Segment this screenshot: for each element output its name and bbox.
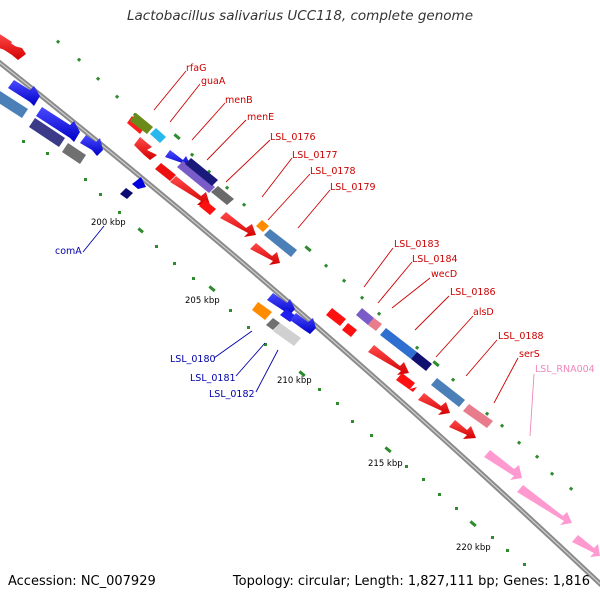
gene-label-lsl0181: LSL_0181	[190, 373, 236, 384]
gene-arrow	[484, 450, 522, 480]
gene-arrow	[267, 293, 295, 316]
gene-label-lsl0186: LSL_0186	[450, 287, 496, 298]
gene-label-lsl0177: LSL_0177	[292, 150, 338, 161]
gene-arrow	[220, 212, 256, 237]
gene-box	[185, 158, 218, 186]
gene-box	[211, 186, 234, 205]
gene-box	[463, 404, 493, 428]
gene-arrow	[155, 163, 176, 181]
gene-arrow	[572, 535, 600, 557]
kbp-scale: 200 kbp 205 kbp 210 kbp 215 kbp 220 kbp	[91, 218, 491, 553]
gene-label-lsl0176: LSL_0176	[270, 132, 316, 143]
gene-box	[0, 91, 28, 118]
gene-label-rna004: LSL_RNA004	[535, 364, 595, 375]
kbp-label: 205 kbp	[185, 296, 220, 306]
gene-arrow	[290, 313, 316, 334]
kbp-label: 215 kbp	[368, 459, 403, 469]
gene-box	[380, 328, 417, 359]
gene-arrow	[326, 308, 346, 326]
map-title: Lactobacillus salivarius UCC118, complet…	[127, 8, 473, 24]
gene-box	[256, 220, 269, 232]
gene-arrow	[368, 345, 409, 375]
inner-tick-ring	[22, 140, 526, 566]
gene-labels: rfaG guaA menB menE LSL_0176 LSL_0177 LS…	[55, 63, 595, 400]
accession-text: Accession: NC_007929	[8, 574, 156, 589]
gene-label-lsl0179: LSL_0179	[330, 182, 376, 193]
inner-reverse-features	[0, 80, 316, 346]
genome-backbone	[0, 59, 600, 588]
label-leaders	[82, 70, 535, 437]
gene-box	[368, 318, 382, 331]
gene-label-menE: menE	[247, 112, 274, 123]
gene-label-lsl0180: LSL_0180	[170, 354, 216, 365]
gene-arrow	[199, 200, 216, 215]
gene-arrow	[134, 137, 157, 160]
gene-arrow	[396, 373, 417, 392]
gene-arrow	[8, 80, 40, 106]
gene-arrow	[342, 323, 357, 337]
gene-label-wecD: wecD	[431, 269, 457, 280]
gene-arrow	[120, 188, 133, 199]
gene-arrow	[517, 485, 572, 525]
genome-summary-text: Topology: circular; Length: 1,827,111 bp…	[232, 574, 590, 589]
kbp-label: 220 kbp	[456, 543, 491, 553]
gene-label-alsD: alsD	[473, 307, 494, 318]
gene-box	[62, 143, 86, 164]
gene-label-rfaG: rfaG	[186, 63, 206, 74]
gene-arrow	[250, 243, 280, 265]
gene-label-lsl0183: LSL_0183	[394, 239, 440, 250]
gene-box	[150, 128, 166, 143]
gene-label-guaA: guaA	[201, 76, 226, 87]
gene-label-serS: serS	[519, 349, 540, 360]
gene-arrow	[80, 135, 103, 156]
gene-arrow	[0, 34, 26, 60]
gene-box	[177, 161, 215, 193]
gene-arrow	[449, 420, 476, 439]
outer-tick-ring	[55, 39, 574, 491]
gene-box	[411, 352, 432, 371]
gene-box	[252, 302, 272, 320]
gene-arrow	[418, 393, 450, 415]
gene-label-lsl0182: LSL_0182	[209, 389, 255, 400]
gene-box	[29, 118, 65, 147]
kbp-label: 210 kbp	[277, 376, 312, 386]
gene-arrow	[36, 107, 80, 142]
gene-box	[264, 229, 297, 257]
gene-label-lsl0184: LSL_0184	[412, 254, 458, 265]
gene-box	[266, 318, 280, 330]
gene-box	[130, 113, 153, 134]
gene-arrow	[132, 177, 146, 189]
gene-arrow	[170, 176, 210, 205]
gene-label-comA: comA	[55, 246, 82, 257]
gene-box	[273, 323, 301, 346]
gene-label-menB: menB	[225, 95, 253, 106]
gene-label-lsl0188: LSL_0188	[498, 331, 544, 342]
gene-label-lsl0178: LSL_0178	[310, 166, 356, 177]
gene-box	[431, 378, 465, 407]
kbp-label: 200 kbp	[91, 218, 126, 228]
gene-box	[356, 308, 374, 325]
outer-forward-features	[0, 34, 600, 557]
